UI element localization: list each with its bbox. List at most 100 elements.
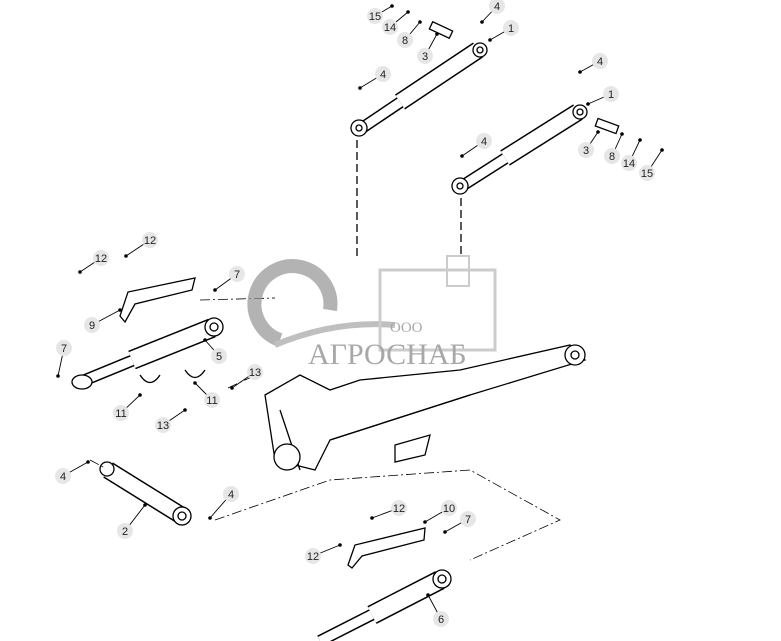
callout-4: 4 — [55, 460, 90, 484]
fastener-dot — [213, 288, 217, 292]
callout-bubble — [247, 364, 263, 380]
watermark-prefix: ООО — [390, 320, 423, 336]
callout-number: 3 — [422, 51, 428, 63]
callout-1: 1 — [488, 20, 519, 42]
callout-bubble — [155, 417, 171, 433]
callout-7: 7 — [213, 266, 245, 292]
fastener-dot — [660, 148, 664, 152]
callout-number: 12 — [95, 253, 107, 265]
callout-number: 7 — [465, 514, 471, 526]
callout-7: 7 — [56, 340, 72, 378]
callout-number: 15 — [369, 11, 381, 23]
fastener-dot — [230, 386, 234, 390]
callout-bubble — [460, 511, 476, 527]
hydraulic-cylinder-right — [451, 104, 620, 255]
fastener-dot — [596, 130, 600, 134]
callout-number: 12 — [393, 503, 405, 515]
callout-bubble — [142, 232, 158, 248]
callout-number: 15 — [641, 168, 653, 180]
callout-bubble — [211, 348, 227, 364]
callout-bubble — [604, 148, 620, 164]
callout-bubble — [93, 250, 109, 266]
fastener-dot — [183, 408, 187, 412]
callout-9: 9 — [84, 308, 122, 333]
callout-15: 15 — [367, 4, 394, 24]
callout-14: 14 — [621, 138, 642, 171]
fastener-dot — [435, 32, 439, 36]
fastener-dot — [56, 374, 60, 378]
fastener-dot — [203, 338, 207, 342]
callout-bubble — [56, 340, 72, 356]
callout-bubble — [503, 20, 519, 36]
callout-number: 4 — [481, 136, 487, 148]
callout-number: 9 — [89, 320, 95, 332]
fastener-dot — [423, 520, 427, 524]
stabilizer-5 — [71, 277, 224, 390]
fastener-dot — [208, 516, 212, 520]
callout-number: 1 — [608, 89, 614, 101]
callout-bubble — [621, 155, 637, 171]
callout-10: 10 — [423, 500, 457, 524]
callout-number: 5 — [216, 351, 222, 363]
callout-bubble — [367, 8, 383, 24]
callout-8: 8 — [397, 20, 422, 48]
callout-12: 12 — [124, 232, 158, 258]
callout-15: 15 — [639, 148, 664, 181]
callout-bubble — [476, 133, 492, 149]
callout-number: 6 — [438, 614, 444, 626]
callout-bubble — [391, 500, 407, 516]
callout-bubble — [204, 392, 220, 408]
callout-number: 1 — [508, 23, 514, 35]
fastener-dot — [370, 516, 374, 520]
callout-number: 4 — [380, 69, 386, 81]
fastener-dot — [578, 70, 582, 74]
callout-number: 8 — [609, 151, 615, 163]
hydraulic-cylinder-top — [350, 20, 488, 260]
fastener-dot — [418, 20, 422, 24]
linkage-frame — [264, 344, 587, 471]
fastener-dot — [338, 543, 342, 547]
callout-bubble — [578, 142, 594, 158]
callout-bubble — [229, 266, 245, 282]
callout-number: 13 — [157, 420, 169, 432]
fastener-dot — [426, 593, 430, 597]
callout-6: 6 — [426, 593, 449, 627]
callout-number: 14 — [384, 22, 396, 34]
callout-bubble — [603, 86, 619, 102]
callout-11: 11 — [193, 381, 220, 408]
callout-number: 12 — [144, 235, 156, 247]
fastener-dot — [86, 460, 90, 464]
callout-number: 2 — [122, 526, 128, 538]
callout-number: 11 — [115, 408, 126, 420]
fastener-dot — [460, 154, 464, 158]
watermark-name: АГРОСНАБ — [308, 338, 467, 371]
callout-bubble — [84, 317, 100, 333]
callout-12: 12 — [78, 250, 109, 274]
callout-number: 14 — [623, 158, 635, 170]
callout-4: 4 — [480, 0, 505, 24]
fastener-dot — [620, 132, 624, 136]
callout-number: 8 — [402, 35, 408, 47]
callout-12: 12 — [305, 543, 342, 564]
fastener-dot — [124, 254, 128, 258]
callout-8: 8 — [604, 132, 624, 164]
callout-4: 4 — [460, 133, 492, 158]
callout-bubble — [55, 468, 71, 484]
callout-13: 13 — [155, 408, 187, 433]
callout-bubble — [382, 19, 398, 35]
fastener-dot — [586, 102, 590, 106]
callout-13: 13 — [230, 364, 263, 390]
callout-7: 7 — [443, 511, 476, 534]
callout-14: 14 — [382, 10, 410, 35]
callout-number: 3 — [583, 145, 589, 157]
callout-bubble — [417, 48, 433, 64]
callout-number: 4 — [597, 56, 603, 68]
callout-bubble — [397, 32, 413, 48]
callout-bubble — [375, 66, 391, 82]
callout-12: 12 — [370, 500, 407, 520]
callout-bubble — [489, 0, 505, 14]
callout-11: 11 — [113, 393, 142, 421]
callout-bubble — [305, 548, 321, 564]
